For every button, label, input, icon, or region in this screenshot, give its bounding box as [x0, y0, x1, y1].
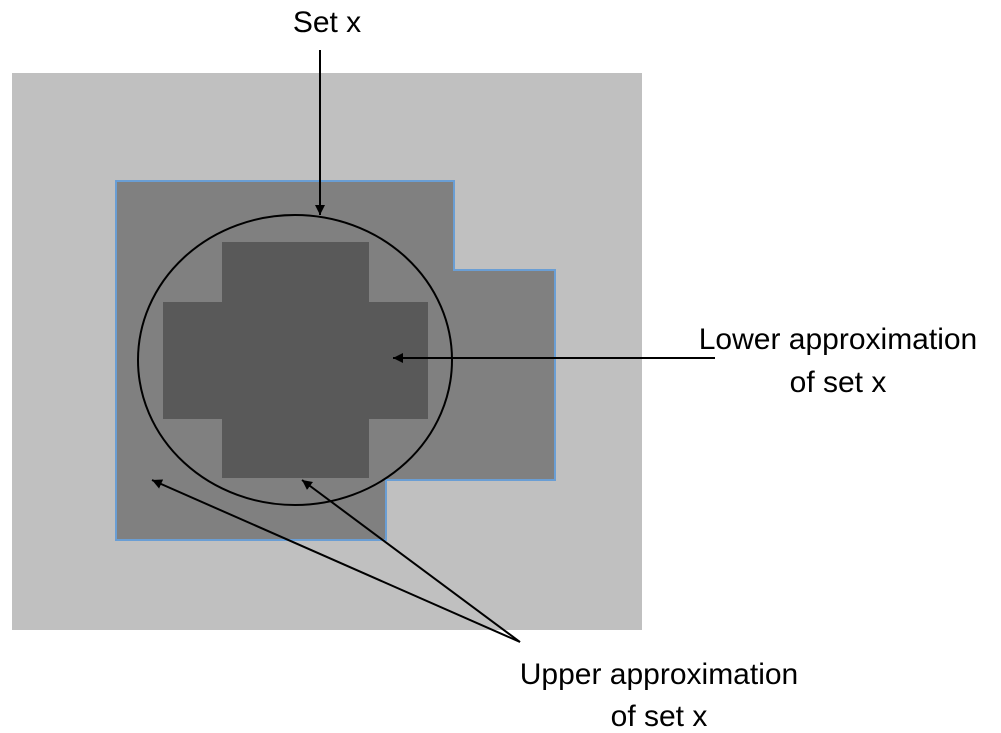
upper-approximation-label-line2: of set x [611, 700, 708, 733]
set-x-circle [137, 214, 453, 506]
upper-approximation-label-line1: Upper approximation [520, 658, 798, 691]
lower-approximation-region [163, 242, 428, 478]
upper-approximation-arrow-inner [301, 479, 521, 643]
lower-approximation-label-line2: of set x [790, 366, 887, 399]
set-x-label: Set x [293, 6, 361, 39]
upper-approximation-arrow-outer [151, 479, 521, 643]
lower-approximation-label-line1: Lower approximation [699, 323, 977, 356]
